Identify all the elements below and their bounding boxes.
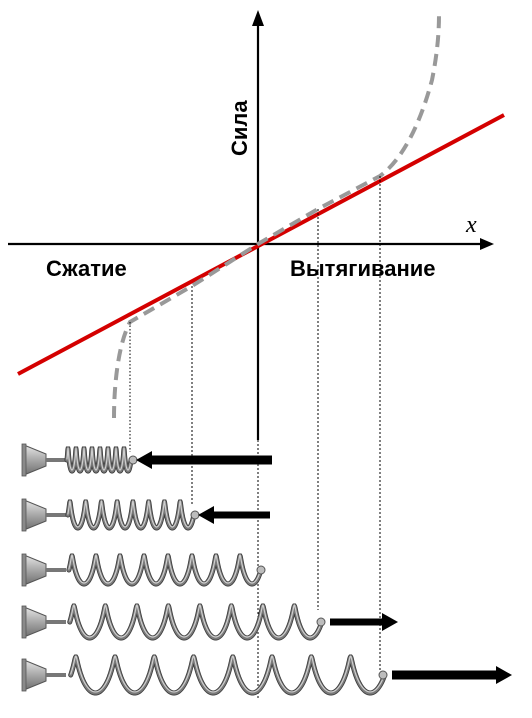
y-axis-arrow-icon bbox=[252, 10, 264, 26]
y-axis-label: Сила bbox=[227, 100, 252, 156]
spring-coil-highlight bbox=[70, 655, 386, 693]
spring-mount-base bbox=[21, 658, 27, 692]
spring-end-knob bbox=[378, 670, 388, 680]
graph-axes bbox=[8, 10, 494, 440]
x-axis-label: x bbox=[465, 212, 477, 238]
spring-coil-highlight bbox=[66, 447, 132, 471]
spring-end-knob bbox=[128, 455, 138, 465]
force-arrow-head-icon bbox=[382, 613, 398, 631]
spring-extension bbox=[21, 603, 398, 641]
x-axis-arrow-icon bbox=[480, 238, 494, 250]
force-arrow-head-icon bbox=[496, 666, 512, 684]
spring-coil-highlight bbox=[68, 554, 262, 584]
spring-mount-base bbox=[21, 498, 27, 532]
spring-end-knob bbox=[190, 510, 200, 520]
compression-label: Сжатие bbox=[46, 256, 127, 281]
spring-mount-base bbox=[21, 443, 27, 477]
spring-coil-highlight bbox=[67, 500, 195, 528]
spring-end-knob bbox=[316, 617, 326, 627]
spring-mount-icon bbox=[23, 499, 47, 531]
spring-strong-extension bbox=[21, 654, 512, 696]
spring-coil-highlight bbox=[69, 604, 323, 638]
extension-label: Вытягивание bbox=[290, 256, 436, 281]
spring-mount-icon bbox=[23, 554, 47, 586]
spring-rest bbox=[21, 553, 266, 587]
spring-mount-icon bbox=[23, 606, 47, 638]
spring-compression bbox=[21, 498, 270, 532]
real-force-curve bbox=[112, 13, 441, 419]
force-arrow-head-icon bbox=[198, 506, 214, 524]
spring-mount-base bbox=[21, 553, 27, 587]
springs-group bbox=[21, 443, 512, 696]
force-arrow-head-icon bbox=[136, 451, 152, 469]
spring-strong-compression bbox=[21, 443, 272, 477]
spring-mount-icon bbox=[23, 659, 47, 691]
spring-end-knob bbox=[256, 565, 266, 575]
spring-mount-base bbox=[21, 605, 27, 639]
spring-mount-icon bbox=[23, 444, 47, 476]
